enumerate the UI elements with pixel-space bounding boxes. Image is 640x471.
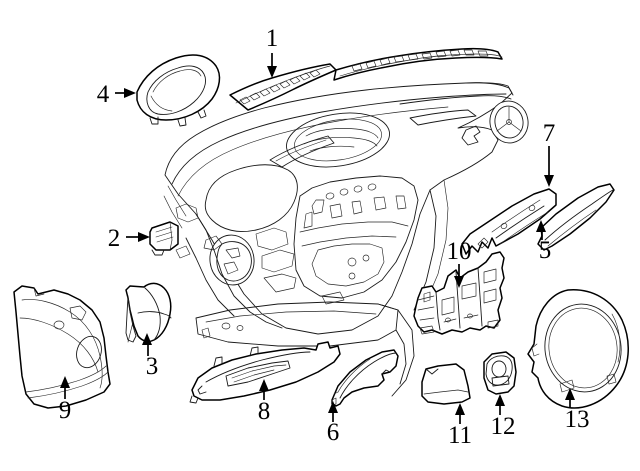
- callout-label-9: 9: [59, 397, 72, 424]
- callout-leaders: [60, 53, 575, 424]
- callout-label-3: 3: [146, 353, 159, 380]
- callout-label-12: 12: [491, 413, 516, 440]
- part-6-knee-bolster-trim: [331, 349, 399, 407]
- part-12-switch-bezel: [483, 351, 517, 395]
- instrument-panel-assembly: [163, 82, 529, 397]
- callout-numbers: 1 2 3 4 5 6 7 8 9 10 11 12 13: [59, 25, 590, 449]
- callout-label-8: 8: [258, 398, 271, 425]
- callout-label-6: 6: [327, 419, 340, 446]
- cluster-opening-left: [209, 234, 255, 286]
- steering-column-zone: [175, 203, 297, 329]
- callout-label-10: 10: [447, 238, 472, 265]
- callout-label-13: 13: [565, 406, 590, 433]
- callout-label-5: 5: [539, 237, 552, 264]
- callout-label-1: 1: [266, 25, 279, 52]
- part-7-dash-end-trim: [461, 188, 557, 255]
- center-structure-detail: [293, 175, 419, 305]
- part-8-glove-box-door: [189, 341, 341, 404]
- part-5-a-pillar-trim: [537, 183, 615, 251]
- round-air-vent-right: [489, 100, 529, 144]
- part-9-lower-dash-panel: [13, 285, 111, 409]
- callout-label-2: 2: [108, 225, 121, 252]
- callout-label-11: 11: [448, 422, 472, 449]
- callout-label-4: 4: [97, 81, 110, 108]
- part-2-side-vent-louver: [149, 221, 179, 256]
- part-11-access-cover-panel: [421, 363, 471, 405]
- part-10-glove-box-frame: [413, 251, 505, 335]
- callout-label-7: 7: [543, 120, 556, 147]
- part-1-defroster-grille: [229, 47, 503, 111]
- part-4-cluster-trim-bezel: [136, 54, 221, 127]
- part-13-cluster-hood-bezel: [527, 289, 629, 409]
- part-3-side-end-cap: [125, 282, 172, 343]
